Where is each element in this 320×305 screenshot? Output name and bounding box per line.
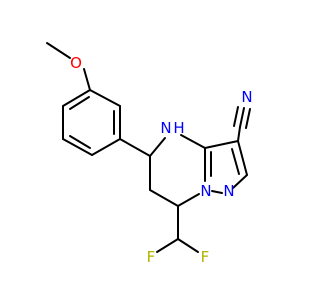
c3-c2-bond <box>237 140 248 176</box>
benzene-bond <box>62 138 93 156</box>
methoxyphenyl-group <box>46 42 151 157</box>
c3-cn-bond <box>237 126 241 142</box>
c3a-c3-bond <box>204 140 239 149</box>
cf2-f-left-bond <box>156 238 179 253</box>
c7-n8-bond <box>177 193 200 207</box>
benzene-double-bond <box>69 135 91 149</box>
difluoromethyl-group <box>156 205 199 253</box>
benzene-bond <box>89 89 121 107</box>
c2-n1-bond <box>232 174 248 189</box>
fluorine-right-label: F <box>201 248 210 266</box>
benzene-bond <box>62 89 91 107</box>
pyrazole-nitrogen-label: N <box>223 182 234 200</box>
fluorine-left-label: F <box>147 248 156 266</box>
benzene-double-bond <box>69 96 90 110</box>
c5-nh-bond <box>149 137 166 157</box>
pyrazole-ring <box>204 140 248 194</box>
molecule-canvas: O N H N N N F F <box>46 42 253 266</box>
nitrile-group <box>233 106 251 142</box>
bridge-nitrogen-label: N <box>200 182 211 200</box>
methyl-o-bond <box>46 42 71 59</box>
triple-bond <box>239 107 245 128</box>
cf2-f-right-bond <box>177 238 199 253</box>
nh-nitrogen-label: N <box>160 119 171 137</box>
benzene-bond <box>91 138 121 156</box>
nh-c3a-bond <box>180 134 206 149</box>
c3-c2-double-bond <box>231 148 240 175</box>
triple-bond <box>233 106 239 127</box>
aryl-c5-bond <box>119 138 151 157</box>
c6-c7-bond <box>149 189 179 207</box>
n1-n8-bond <box>211 190 223 194</box>
nitrile-nitrogen-label: N <box>241 88 252 106</box>
oxygen-label: O <box>70 54 82 72</box>
pyrimidine-ring <box>149 134 206 207</box>
molecule-structure: O N H N N N F F <box>46 42 253 266</box>
triple-bond <box>245 108 251 129</box>
o-ring-bond <box>83 68 91 91</box>
nh-hydrogen-label: H <box>173 119 184 137</box>
